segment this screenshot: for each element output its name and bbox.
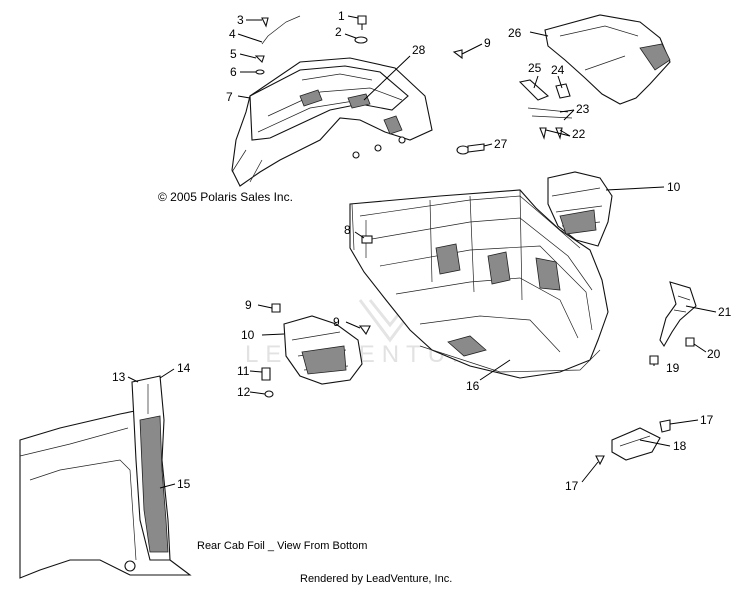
callout-20: 20 — [707, 347, 721, 361]
left-footwell — [283, 315, 363, 385]
callout-19: 19 — [666, 361, 680, 375]
copyright-text: © 2005 Polaris Sales Inc. — [158, 190, 293, 204]
callout-4: 4 — [229, 27, 236, 41]
callout-17a: 17 — [700, 413, 714, 427]
callout-10b: 10 — [241, 328, 255, 342]
callout-14: 14 — [177, 361, 191, 375]
fender-hardware — [254, 15, 368, 75]
callout-26: 26 — [508, 26, 522, 40]
callout-11: 11 — [237, 364, 250, 378]
callout-7: 7 — [226, 90, 233, 104]
rear-cab-assembly — [231, 57, 433, 187]
callout-10a: 10 — [667, 180, 681, 194]
rendered-by-text: Rendered by LeadVenture, Inc. — [300, 573, 453, 585]
callout-12: 12 — [237, 385, 251, 399]
callout-24: 24 — [551, 63, 565, 77]
right-bracket — [649, 281, 697, 365]
left-hardware — [261, 303, 371, 398]
rear-cab-foil-inset — [19, 375, 192, 579]
callout-18: 18 — [673, 439, 687, 453]
callout-13: 13 — [112, 370, 126, 384]
callout-6: 6 — [230, 65, 237, 79]
callout-23: 23 — [576, 102, 590, 116]
callout-15: 15 — [177, 477, 191, 491]
callout-25: 25 — [528, 61, 542, 75]
main-frame — [349, 189, 609, 379]
callout-9a: 9 — [484, 36, 491, 50]
callout-27: 27 — [494, 137, 508, 151]
callout-1: 1 — [338, 9, 345, 23]
right-footwell — [547, 171, 613, 247]
callout-3: 3 — [237, 13, 244, 27]
callout-numbers: 1 2 3 4 5 6 7 28 9 26 25 24 23 27 22 10 … — [112, 9, 732, 493]
callout-5: 5 — [230, 47, 237, 61]
lower-bracket — [595, 419, 671, 466]
callout-8: 8 — [344, 223, 351, 237]
callout-2: 2 — [335, 25, 342, 39]
callout-21: 21 — [718, 305, 732, 319]
callout-28: 28 — [412, 43, 426, 57]
callout-16: 16 — [466, 379, 480, 393]
leader-lines — [127, 15, 717, 489]
seat-latch-parts — [452, 49, 573, 155]
callout-22: 22 — [572, 127, 586, 141]
callout-17b: 17 — [565, 479, 579, 493]
foil-caption: Rear Cab Foil _ View From Bottom — [197, 540, 368, 552]
callout-9b: 9 — [245, 298, 252, 312]
seat-assembly — [544, 14, 671, 105]
callout-9c: 9 — [333, 315, 340, 329]
